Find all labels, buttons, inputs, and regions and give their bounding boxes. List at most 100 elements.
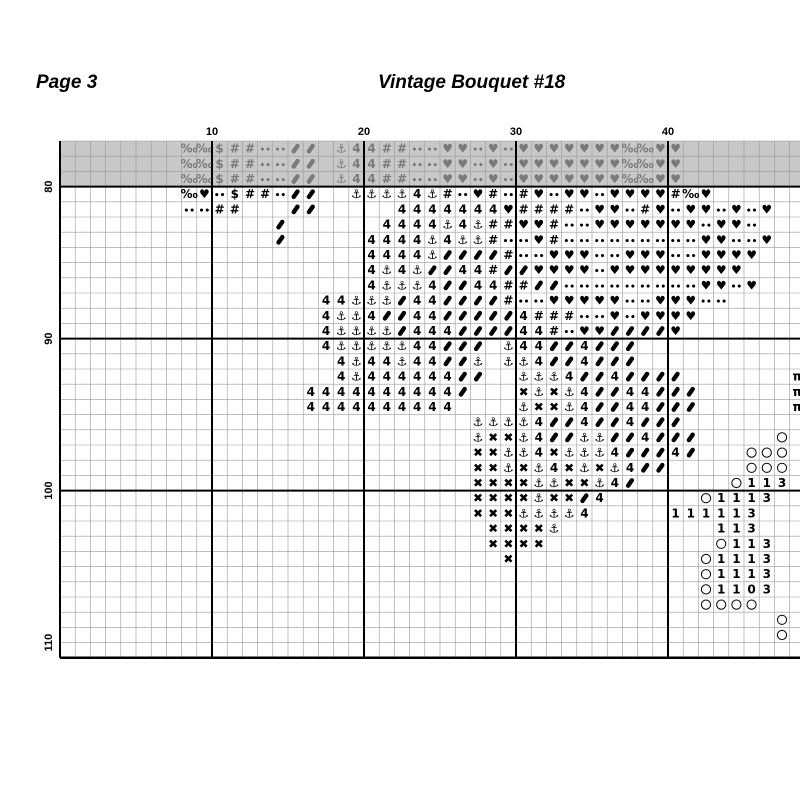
row-tick-80: 80 xyxy=(43,180,55,192)
symbol-H: ♥ xyxy=(746,248,757,262)
symbol-A: ⚓ xyxy=(518,400,529,414)
symbol-#: # xyxy=(564,202,574,216)
symbol-#: # xyxy=(215,202,225,216)
symbol-#: # xyxy=(549,233,559,247)
symbol-bead xyxy=(641,417,650,428)
symbol-4: 4 xyxy=(383,370,391,384)
symbol-H: ♥ xyxy=(549,172,560,186)
symbol-#: # xyxy=(534,309,544,323)
symbol-D: •• xyxy=(670,252,682,262)
symbol-H: ♥ xyxy=(533,157,544,171)
symbol-bead xyxy=(656,386,665,397)
symbol-D: •• xyxy=(594,282,606,292)
symbol-bead xyxy=(610,402,619,412)
symbol-bead xyxy=(686,447,695,458)
symbol-H: ♥ xyxy=(685,202,696,216)
symbol-circle xyxy=(716,599,727,610)
symbol-H: ♥ xyxy=(670,142,681,156)
symbol-3: 3 xyxy=(763,567,771,581)
symbol-#: # xyxy=(519,202,529,216)
symbol-H: ♥ xyxy=(655,172,666,186)
symbol-#: # xyxy=(503,294,513,308)
symbol-4: 4 xyxy=(428,278,436,292)
symbol-A: ⚓ xyxy=(564,446,575,460)
symbol-4: 4 xyxy=(337,385,345,399)
symbol-bead xyxy=(534,280,543,291)
symbol-4: 4 xyxy=(398,400,406,414)
row-tick-100: 100 xyxy=(43,481,55,499)
symbol-circle xyxy=(700,553,712,565)
symbol-H: ♥ xyxy=(518,142,529,156)
symbol-D: •• xyxy=(715,206,727,216)
symbol-$: $ xyxy=(215,172,223,186)
symbol-H: ♥ xyxy=(655,142,666,156)
symbol-A: ⚓ xyxy=(564,506,575,520)
symbol-4: 4 xyxy=(337,370,345,384)
symbol-bead xyxy=(656,447,665,458)
symbol-circle xyxy=(716,538,727,549)
symbol-X: ✖ xyxy=(503,522,513,536)
column-tick-20: 20 xyxy=(358,126,370,138)
symbol-bead xyxy=(549,432,559,443)
symbol-1: 1 xyxy=(747,552,755,566)
symbol-H: ♥ xyxy=(609,202,620,216)
symbol-4: 4 xyxy=(413,370,421,384)
symbol-4: 4 xyxy=(626,461,634,475)
symbol-D: •• xyxy=(472,176,484,186)
symbol-X: ✖ xyxy=(534,537,544,551)
symbol-H: ♥ xyxy=(625,248,636,262)
symbol-H: ♥ xyxy=(579,187,590,201)
symbol-A: ⚓ xyxy=(351,187,362,201)
symbol-%: ‰ xyxy=(181,172,198,186)
symbol-H: ♥ xyxy=(625,218,636,232)
symbol-4: 4 xyxy=(489,278,497,292)
symbol-4: 4 xyxy=(367,142,375,156)
symbol-4: 4 xyxy=(322,385,330,399)
symbol-D: •• xyxy=(731,282,743,292)
symbol-A: ⚓ xyxy=(351,354,362,368)
symbol-X: ✖ xyxy=(519,522,529,536)
symbol-H: ♥ xyxy=(685,218,696,232)
symbol-D: •• xyxy=(259,176,271,186)
symbol-#: # xyxy=(245,187,255,201)
symbol-4: 4 xyxy=(535,354,543,368)
symbol-H: ♥ xyxy=(609,142,620,156)
symbol-H: ♥ xyxy=(716,233,727,247)
symbol-4: 4 xyxy=(565,370,573,384)
symbol-X: ✖ xyxy=(488,537,498,551)
symbol-bead xyxy=(595,356,604,367)
symbol-H: ♥ xyxy=(579,157,590,171)
symbol-X: ✖ xyxy=(564,461,574,475)
symbol-A: ⚓ xyxy=(381,339,392,353)
symbol-4: 4 xyxy=(367,400,375,414)
symbol-A: ⚓ xyxy=(564,385,575,399)
symbol-A: ⚓ xyxy=(336,157,347,171)
symbol-#: # xyxy=(488,263,498,277)
symbol-4: 4 xyxy=(626,400,634,414)
symbol-4: 4 xyxy=(398,370,406,384)
symbol-H: ♥ xyxy=(701,187,712,201)
symbol-X: ✖ xyxy=(503,476,513,490)
symbol-1: 1 xyxy=(732,522,740,536)
symbol-%: ‰ xyxy=(196,157,213,171)
symbol-H: ♥ xyxy=(579,142,590,156)
symbol-A: ⚓ xyxy=(442,218,453,232)
symbol-bead xyxy=(458,295,467,306)
symbol-bead xyxy=(595,386,604,397)
symbol-D: •• xyxy=(275,161,287,171)
symbol-H: ♥ xyxy=(609,187,620,201)
symbol-D: •• xyxy=(427,146,439,156)
symbol-bead xyxy=(306,158,315,169)
symbol-bead xyxy=(549,356,559,367)
symbol-H: ♥ xyxy=(625,187,636,201)
symbol-4: 4 xyxy=(413,354,421,368)
symbol-4: 4 xyxy=(535,446,543,460)
symbol-4: 4 xyxy=(383,233,391,247)
symbol-D: •• xyxy=(609,237,621,247)
symbol-4: 4 xyxy=(519,309,527,323)
symbol-3: 3 xyxy=(747,522,755,536)
symbol-#: # xyxy=(503,248,513,262)
symbol-H: ♥ xyxy=(564,157,575,171)
symbol-bead xyxy=(489,250,498,260)
